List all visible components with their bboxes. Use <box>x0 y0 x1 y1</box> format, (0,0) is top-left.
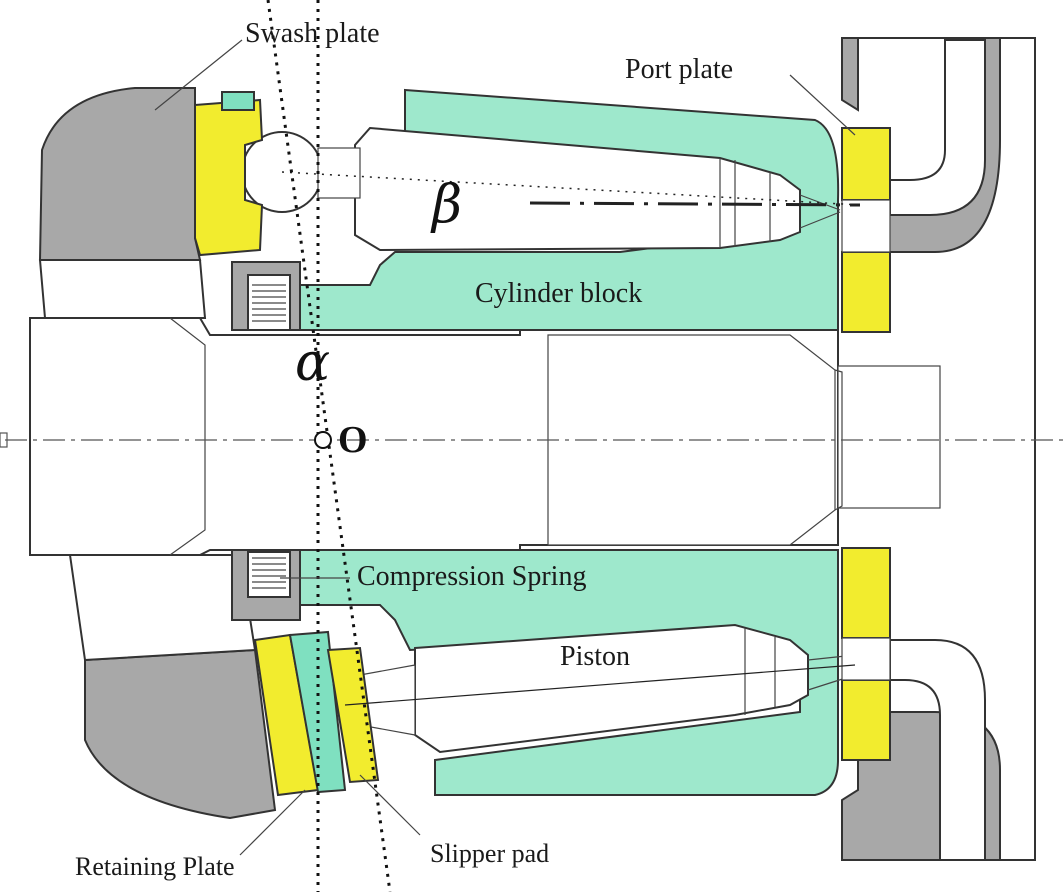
swash-support-housing-upper <box>38 87 202 261</box>
port-plate-mid-upper <box>841 251 891 333</box>
port-plate-gap-top <box>841 199 891 253</box>
slipper-pad <box>326 646 380 784</box>
alpha-symbol: α <box>295 333 330 393</box>
retaining-plate-leader <box>239 789 306 856</box>
retaining-plate-label: Retaining Plate <box>75 852 235 881</box>
port-plate-leader <box>789 74 856 136</box>
lower-compression-spring <box>252 557 286 589</box>
upper-compression-spring <box>252 284 286 322</box>
port-plate-label: Port plate <box>625 54 733 85</box>
swash-support-housing-upper-face <box>38 259 207 319</box>
lower-piston-body <box>414 623 809 754</box>
port-plate-gap-bottom <box>841 637 891 681</box>
piston-label: Piston <box>560 641 630 672</box>
slipper-pad-label: Slipper pad <box>430 839 549 868</box>
compression-spring-label: Compression Spring <box>357 561 586 592</box>
piston-axis-dash <box>529 201 861 207</box>
beta-symbol: β <box>430 175 462 235</box>
swash-plate-label: Swash plate <box>245 18 380 49</box>
cylinder-block-lower <box>289 549 839 796</box>
lower-spring-housing <box>247 551 291 598</box>
piston-axis-line <box>281 171 861 206</box>
shaft-step <box>837 365 941 509</box>
lower-piston-axis-line <box>344 664 856 706</box>
swash-support-housing-lower-face <box>68 554 257 662</box>
port-plate-mid-lower <box>841 547 891 639</box>
lower-piston-neck <box>744 628 856 715</box>
origin-marker <box>314 431 332 449</box>
swash-plate-leader <box>154 39 243 111</box>
centerline-marker <box>0 432 8 448</box>
upper-slipper-yellow <box>194 98 264 257</box>
port-cover-upper-channel <box>889 39 986 216</box>
upper-piston-ball-neck <box>317 147 361 199</box>
upper-slipper-tab <box>221 91 255 111</box>
shaft-neck <box>169 317 843 556</box>
swash-support-housing-lower <box>84 648 277 820</box>
upper-piston-body <box>354 126 801 252</box>
slipper-pad-leader <box>359 774 421 836</box>
port-cover-lower-channel <box>889 639 986 861</box>
origin-label: O <box>338 419 368 461</box>
port-plate-top <box>841 127 891 201</box>
cylinder-block-label: Cylinder block <box>475 278 642 309</box>
port-plate-bottom <box>841 679 891 761</box>
